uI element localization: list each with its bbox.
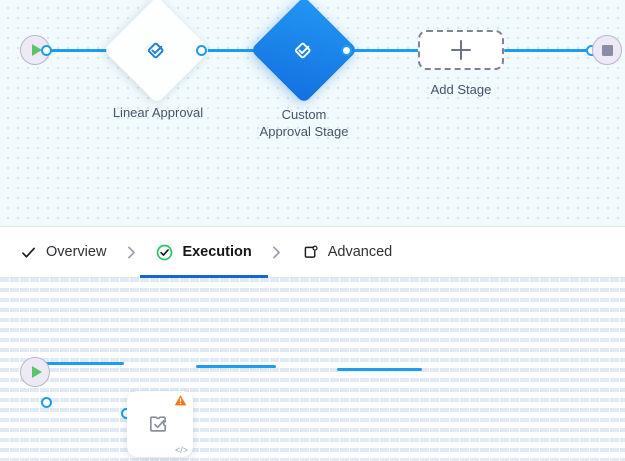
tab-bar: Overview Execution Advanced (0, 226, 625, 278)
step-port-start-out[interactable] (41, 397, 52, 408)
play-icon (31, 366, 42, 378)
stage-node-linear-approval[interactable] (103, 0, 211, 104)
add-stage-label: Add Stage (430, 82, 492, 97)
stage-port-2-out[interactable] (341, 45, 352, 56)
step-edge-start-to-1 (44, 362, 124, 365)
chevron-right-icon (128, 246, 135, 258)
chevron-right-icon (273, 246, 281, 258)
settings-box-icon (304, 244, 318, 258)
tab-execution-label: Execution (182, 244, 252, 260)
stage-label-1: Linear Approval (112, 105, 204, 120)
stage-end-node[interactable] (592, 35, 622, 65)
check-circle-icon (157, 244, 173, 260)
stage-port-start-out[interactable] (41, 45, 52, 56)
stage-edge-2-to-add (344, 49, 419, 52)
stage-canvas[interactable]: Linear Approval Custom Approval Stage Ad… (0, 0, 625, 226)
tab-separator-2 (254, 244, 300, 261)
stage-node-custom-approval-stage[interactable] (250, 0, 358, 104)
plus-icon (451, 40, 471, 60)
check-icon (22, 247, 35, 258)
step-node-custom-approval[interactable]: </> (127, 391, 193, 457)
approval-diamond-icon (294, 42, 311, 59)
step-canvas[interactable]: </> Custom Approval Add Step (0, 278, 625, 461)
tab-overview[interactable]: Overview (18, 226, 108, 278)
step-edge-add-to-end (337, 368, 422, 371)
stage-label-2: Custom Approval Stage (259, 107, 349, 139)
play-icon (31, 44, 42, 56)
tab-advanced-label: Advanced (327, 244, 393, 260)
tab-execution[interactable]: Execution (140, 226, 269, 278)
tab-advanced[interactable]: Advanced (300, 226, 395, 278)
stage-edge-start-to-1 (44, 49, 116, 52)
stage-port-1-out[interactable] (196, 45, 207, 56)
code-glyph-icon: </> (174, 445, 188, 455)
custom-approval-icon (149, 416, 167, 432)
warning-triangle-icon (174, 395, 187, 406)
tab-separator-1 (108, 244, 154, 261)
step-edge-1-to-add (196, 365, 276, 368)
stop-icon (601, 44, 613, 56)
approval-diamond-icon (147, 42, 164, 59)
stage-edge-1-to-2 (199, 49, 271, 52)
step-start-node[interactable] (20, 357, 50, 387)
stage-edge-add-to-end (504, 49, 589, 52)
tab-overview-label: Overview (46, 244, 107, 260)
add-stage-button[interactable] (418, 30, 504, 70)
